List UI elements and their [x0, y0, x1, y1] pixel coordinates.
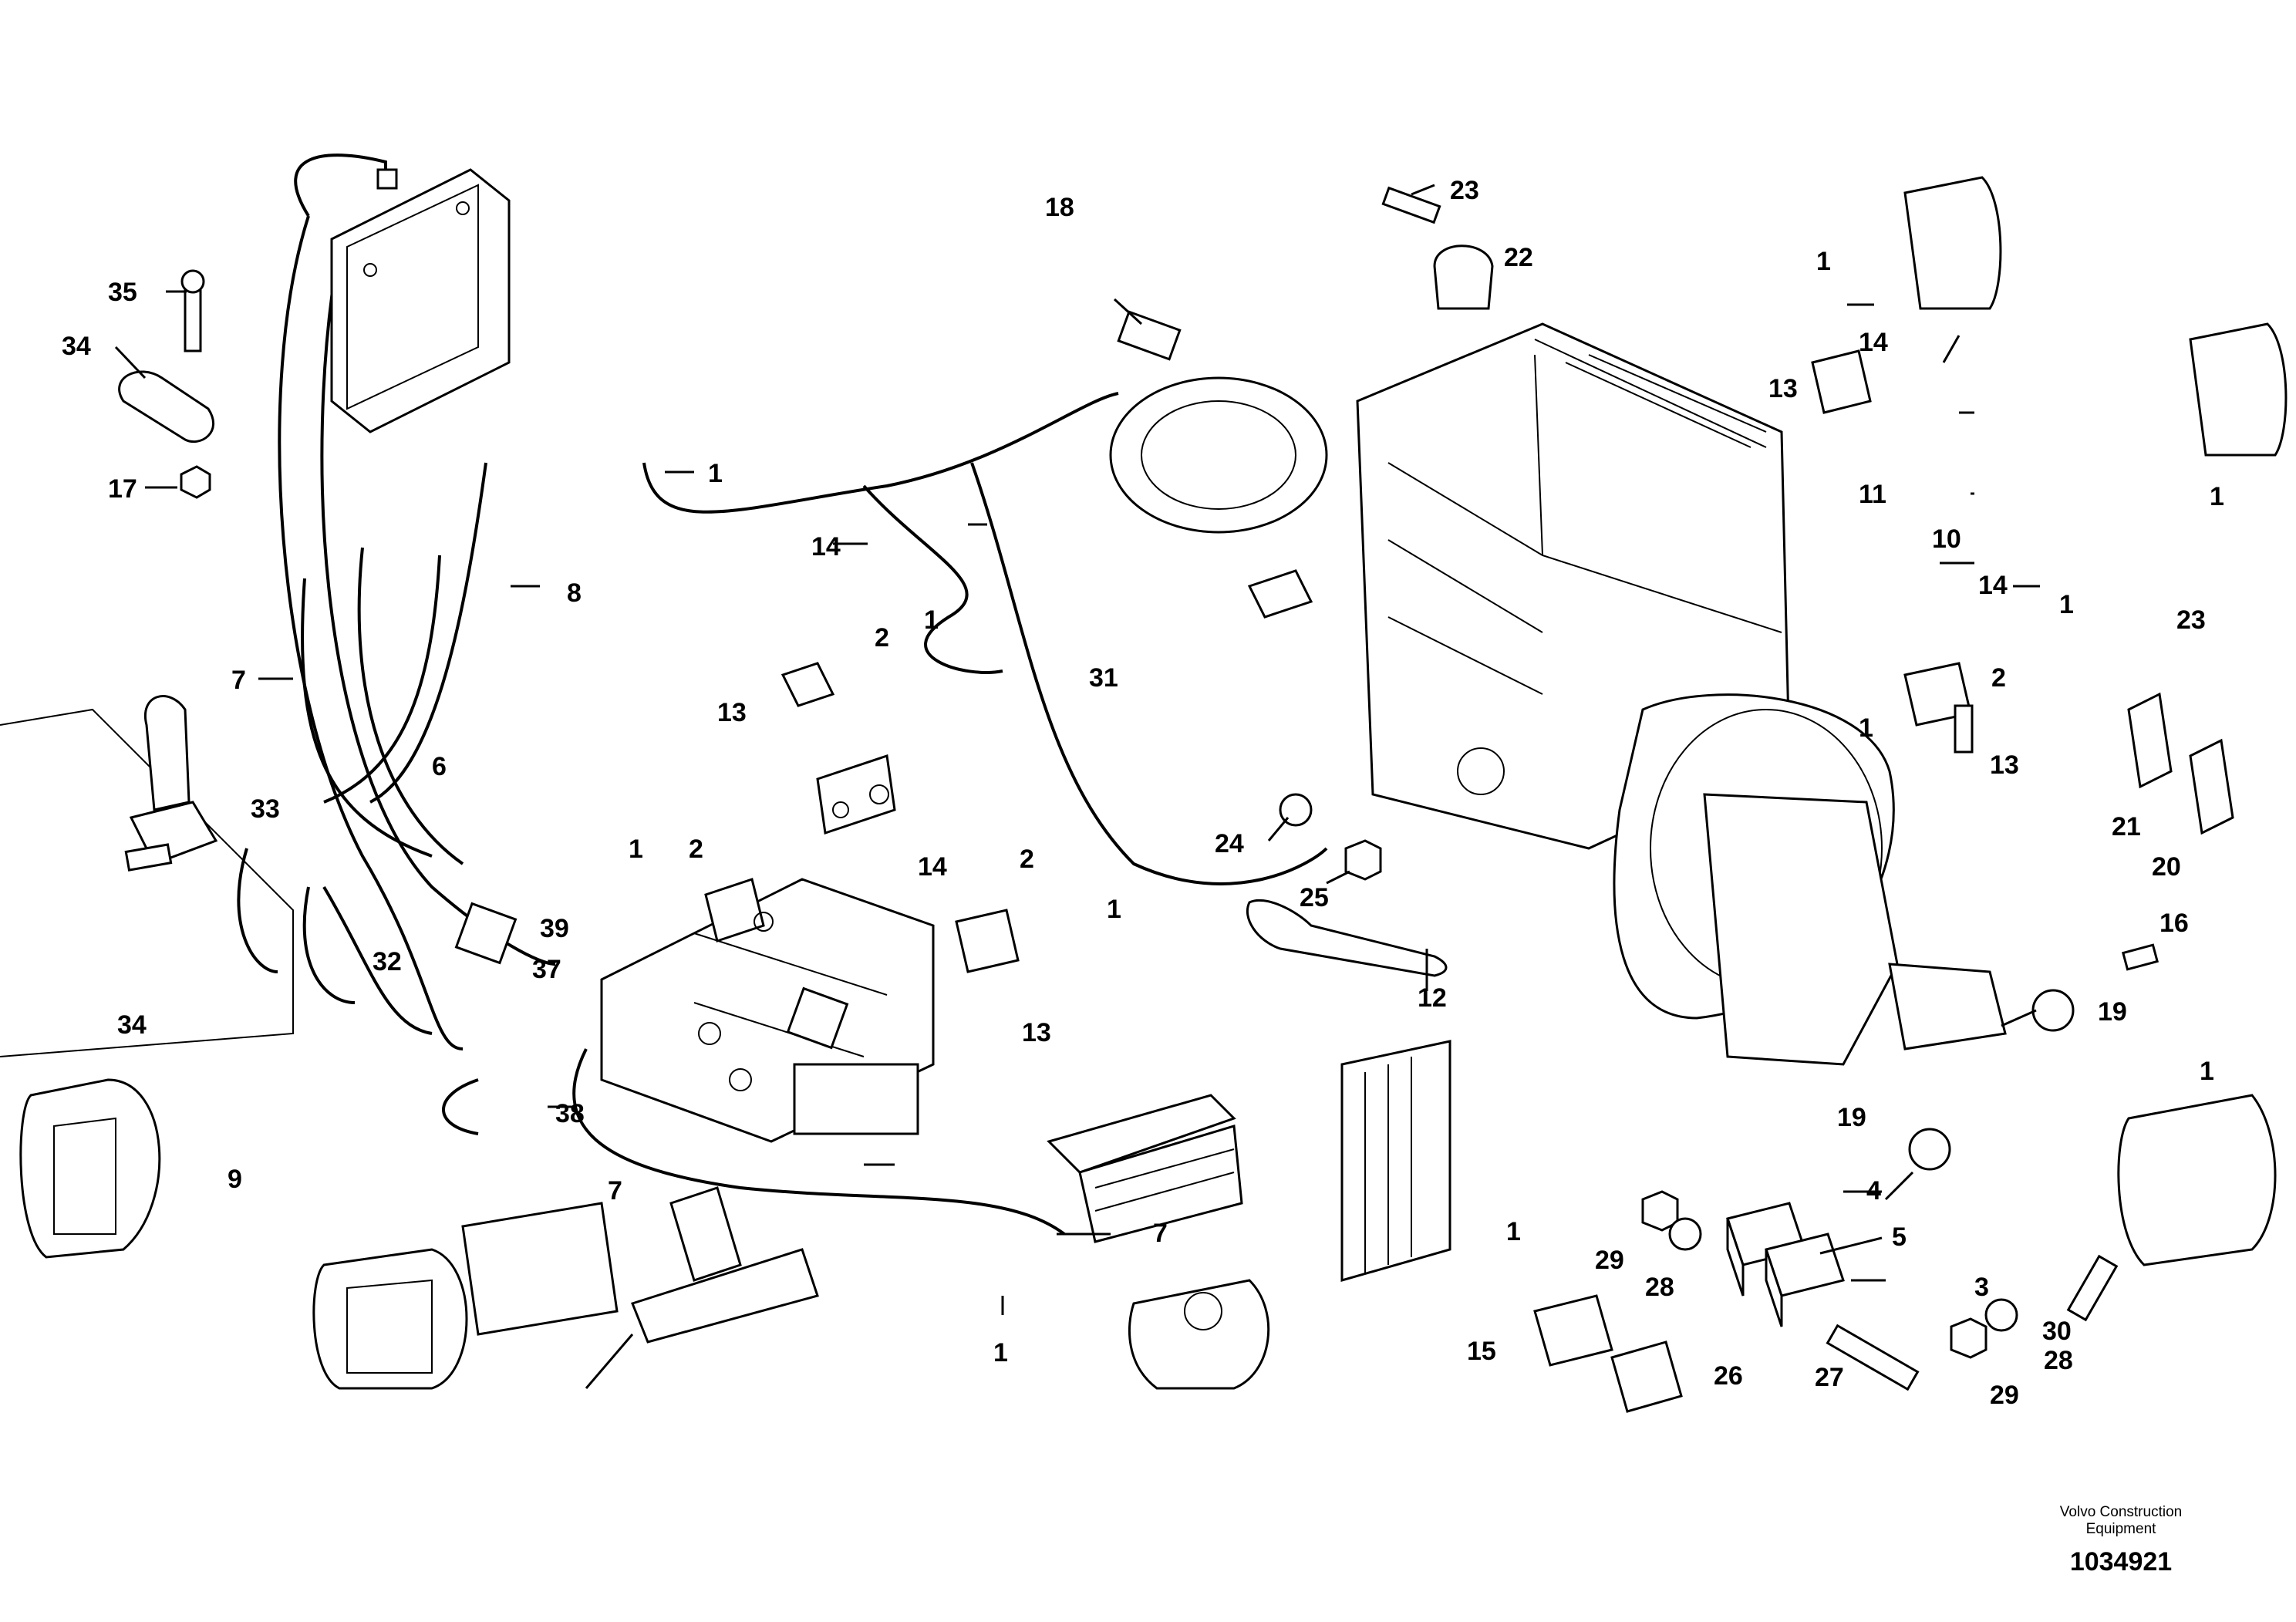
callout-26: 26 [1714, 1361, 1743, 1391]
callout-36: 35 [108, 278, 137, 307]
junction-box [2117, 1094, 2277, 1266]
callout-2-a: 2 [875, 623, 889, 653]
solenoid-valve-top-right [1811, 349, 1872, 414]
callout-32: 32 [373, 947, 402, 976]
callout-13-c: 13 [1768, 374, 1798, 403]
callout-14-a: 14 [811, 532, 841, 561]
relay-26 [1610, 1340, 1683, 1413]
callout-11: 11 [1859, 480, 1886, 509]
callout-2-c: 2 [1020, 845, 1034, 874]
callout-22: 22 [1504, 243, 1533, 272]
joystick-console [0, 695, 294, 1057]
callout-27: 27 [1815, 1363, 1844, 1392]
callout-17: 17 [108, 474, 137, 504]
callout-21: 21 [2112, 812, 2141, 841]
fasteners [118, 186, 2234, 1391]
callout-33: 33 [251, 794, 280, 824]
callout-23-a: 23 [1450, 176, 1479, 205]
callout-34: 34 [117, 1010, 147, 1040]
callout-9: 9 [228, 1165, 242, 1194]
callout-7-b: 7 [608, 1176, 622, 1206]
wiring-harness [237, 153, 1328, 1236]
callout-1-e: 1 [1107, 895, 1121, 924]
callout-14-c: 14 [1859, 328, 1888, 357]
hydraulic-pump [600, 878, 935, 1143]
relay-block-5 [1765, 1233, 1845, 1327]
callout-3: 3 [1974, 1273, 1989, 1302]
callout-1-h: 1 [2059, 590, 2074, 619]
callout-1-a: 1 [708, 459, 723, 488]
company-name-line-2: Equipment [2085, 1521, 2156, 1537]
callout-13-d: 13 [1990, 750, 2019, 780]
drawing-number: 1034921 [2069, 1547, 2173, 1576]
fuel-shutoff-valve [461, 1186, 819, 1389]
callout-1-i: 1 [1859, 713, 1873, 743]
callout-20: 20 [2152, 852, 2181, 882]
callout-2-b: 2 [689, 835, 703, 864]
callout-1-b: 1 [924, 605, 939, 635]
callout-31: 31 [1089, 663, 1118, 693]
callout-19-a: 19 [2098, 997, 2127, 1027]
callout-12: 12 [1418, 983, 1447, 1013]
callout-2-d: 2 [1991, 663, 2006, 693]
callout-7-c: 7 [1153, 1219, 1168, 1248]
callout-15: 15 [1467, 1337, 1496, 1366]
callout-29-a: 29 [1595, 1246, 1624, 1275]
callout-1-k: 1 [1506, 1217, 1521, 1246]
solenoid-valve-lower [955, 909, 1020, 973]
callout-4: 4 [1866, 1176, 1881, 1206]
callout-29-b: 29 [1990, 1381, 2019, 1410]
callout-19-b: 19 [1837, 1103, 1866, 1132]
callout-1-d: 1 [993, 1338, 1008, 1367]
callout-37: 37 [532, 955, 561, 984]
control-pedal [1047, 1094, 1243, 1243]
callout-13-a: 13 [717, 698, 747, 727]
callout-14-d: 14 [1978, 571, 2008, 600]
callout-1-j: 1 [2200, 1057, 2214, 1086]
callout-14-b: 14 [918, 852, 947, 882]
pressure-sensor [1128, 1279, 1270, 1390]
callout-16: 16 [2159, 909, 2189, 938]
air-intake-duct [1340, 1040, 1451, 1282]
control-unit [330, 168, 511, 433]
rear-lamp-lower [2189, 322, 2288, 457]
callout-7-a: 7 [231, 666, 246, 695]
drawing-credit: Volvo Construction Equipment 1034921 [2021, 1504, 2221, 1577]
callout-1-f: 1 [1816, 247, 1831, 276]
company-name-line-1: Volvo Construction [2059, 1504, 2183, 1520]
callout-6: 6 [432, 752, 447, 781]
callout-25: 25 [1300, 883, 1329, 912]
callout-8: 8 [567, 578, 582, 608]
callout-38: 38 [555, 1099, 585, 1128]
callout-24: 24 [1215, 829, 1244, 858]
callout-35: 34 [62, 332, 91, 361]
callout-5: 5 [1892, 1222, 1907, 1252]
callout-1-c: 1 [629, 835, 643, 864]
callout-39: 39 [540, 914, 569, 943]
callout-23-b: 23 [2176, 605, 2206, 635]
solenoid-valve-mid [704, 878, 774, 943]
callout-1-g: 1 [2210, 482, 2224, 511]
callout-10: 10 [1932, 524, 1961, 554]
leader-lines [114, 184, 2040, 1315]
callout-28-a: 28 [1645, 1273, 1674, 1302]
work-light-left [19, 1078, 161, 1259]
solenoid-valve-upper [781, 662, 896, 835]
callout-18: 18 [1045, 193, 1074, 222]
work-light-right [312, 1248, 468, 1390]
relay-15 [1533, 1294, 1613, 1367]
callout-13-b: 13 [1022, 1018, 1051, 1047]
rear-lamp-upper [1903, 176, 2002, 310]
engine-assembly [1109, 322, 2007, 1066]
callout-labels: 35 34 17 1 14 2 1 13 8 7 6 33 34 32 39 3… [62, 176, 2224, 1410]
callout-28-b: 28 [2044, 1346, 2073, 1375]
callout-30: 30 [2042, 1317, 2072, 1346]
